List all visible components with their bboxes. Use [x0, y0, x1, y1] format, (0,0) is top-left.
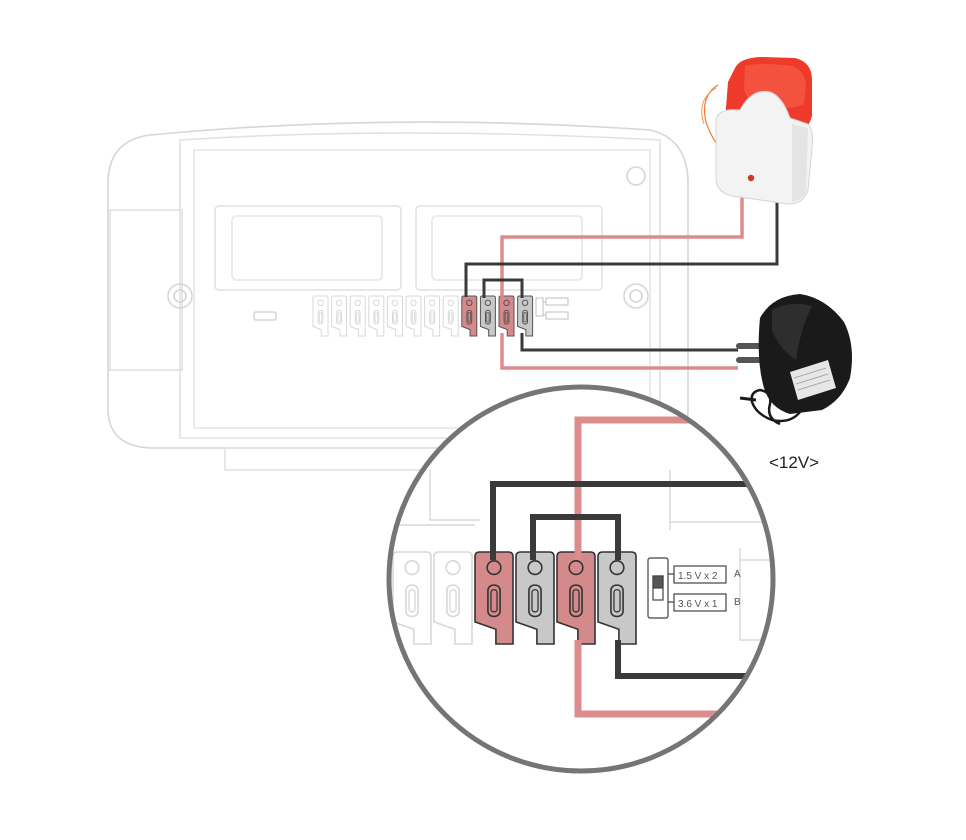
terminal-small	[386, 295, 403, 337]
terminal-small	[498, 295, 515, 337]
terminal-large	[474, 551, 514, 645]
magnifier-ring	[386, 384, 776, 774]
voltage-label: <12V>	[769, 453, 819, 472]
terminal-block-large	[392, 551, 637, 645]
switch-letter-a: A	[734, 569, 741, 580]
terminal-large	[515, 551, 555, 645]
siren-strobe	[701, 57, 813, 205]
siren-negative-wire	[464, 198, 779, 297]
switch-label-b: 3.6 V x 1	[678, 599, 718, 610]
terminal-small	[424, 295, 441, 337]
terminal-large	[433, 551, 473, 645]
terminal-small	[349, 295, 366, 337]
terminal-small	[331, 295, 348, 337]
supply-positive-wire	[500, 333, 738, 370]
zoom-positive-wire-top	[574, 416, 720, 560]
switch-letter-b: B	[734, 597, 741, 608]
terminal-small	[405, 295, 422, 337]
zoom-bridge-wire	[530, 514, 621, 560]
terminal-small	[368, 295, 385, 337]
siren-positive-wire	[500, 196, 744, 297]
zoom-positive-wire-bottom	[574, 640, 720, 718]
battery-switch-large	[647, 557, 727, 619]
terminal-large	[392, 551, 432, 645]
terminal-small	[461, 295, 478, 337]
wiring-overview	[464, 196, 779, 370]
zoom-negative-wire-bottom	[615, 640, 760, 679]
terminal-bridge-wire	[482, 278, 524, 298]
power-adapter	[736, 294, 852, 426]
terminal-small	[312, 295, 329, 337]
terminal-block-small	[312, 295, 534, 337]
switch-label-a: 1.5 V x 2	[678, 571, 718, 582]
terminal-small	[442, 295, 459, 337]
zoom-negative-wire-top	[490, 481, 760, 560]
supply-negative-wire	[520, 333, 738, 352]
magnified-view: 1.5 V x 2 3.6 V x 1 A B	[389, 387, 773, 771]
battery-switch-small	[535, 297, 569, 320]
terminal-small	[479, 295, 496, 337]
terminal-small	[517, 295, 534, 337]
